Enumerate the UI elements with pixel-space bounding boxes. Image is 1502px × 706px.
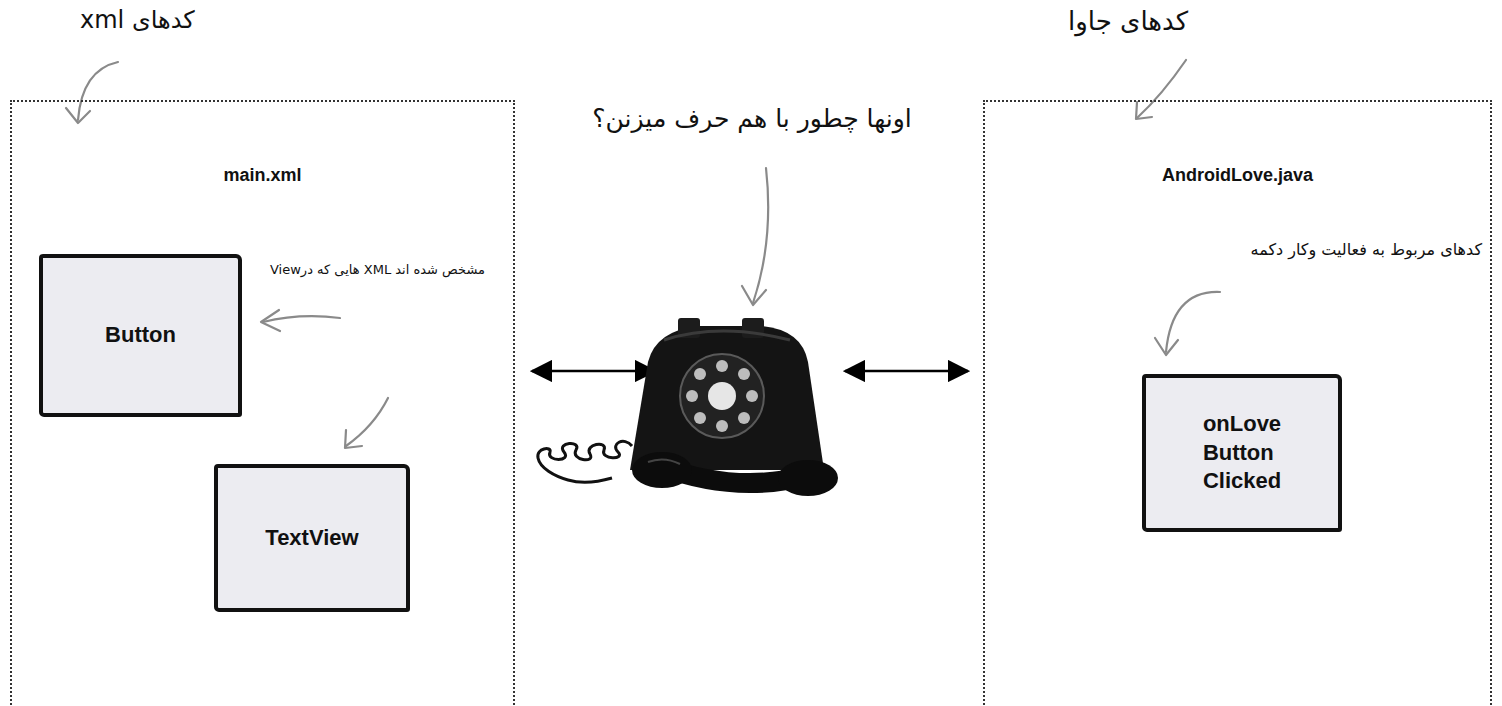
annotation-label: کدهای مربوط به فعالیت وکار دکمه <box>1251 240 1482 259</box>
box-text: Button <box>105 321 176 350</box>
dial-center <box>708 382 736 410</box>
question-label: اونها چطور با هم حرف میزنن؟ <box>592 104 911 133</box>
phone-highlight <box>664 331 790 340</box>
dial-hole <box>738 368 750 380</box>
arrow-head <box>1155 338 1178 355</box>
leader-arrow <box>753 168 768 303</box>
code-panel: AndroidLove.java onLove Button Clicked <box>983 100 1492 706</box>
view-box: Button <box>39 254 242 417</box>
leader-arrow <box>78 62 118 120</box>
dial-hole <box>694 368 706 380</box>
leader-arrow <box>263 316 340 322</box>
arrow-head <box>66 108 90 123</box>
rotary-dial <box>680 354 764 438</box>
section-label: کدهای xml <box>80 6 195 34</box>
dial-hole <box>716 360 728 372</box>
view-box: TextView <box>214 464 410 612</box>
box-text: TextView <box>265 524 358 553</box>
box-text: onLove Button Clicked <box>1203 410 1281 496</box>
dial-hole <box>686 390 698 402</box>
leader-arrow <box>1166 292 1220 352</box>
arrow-head <box>742 286 766 305</box>
handset-earpiece <box>632 452 692 488</box>
arrow-head <box>345 430 362 448</box>
arrow-head <box>1136 102 1152 119</box>
dial-holes <box>686 360 758 432</box>
section-label: کدهای جاوا <box>1068 6 1188 36</box>
double-arrow <box>532 370 655 373</box>
handset-mouthpiece <box>778 460 838 496</box>
dial-hole <box>738 412 750 424</box>
leader-arrow <box>346 398 388 446</box>
telephone-illustration <box>538 318 838 496</box>
file-heading: main.xml <box>12 165 513 186</box>
code-panel: main.xmlButtonTextView <box>10 100 515 706</box>
handler-box: onLove Button Clicked <box>1142 374 1342 532</box>
leader-arrow <box>1137 60 1186 118</box>
phone-body <box>630 326 824 470</box>
double-arrow <box>845 370 968 373</box>
file-heading: AndroidLove.java <box>985 165 1490 186</box>
dial-hole <box>746 390 758 402</box>
dial-hole <box>716 420 728 432</box>
handset-highlight <box>648 459 680 464</box>
annotation-label: Viewهایی که در XML مشخص شده اند <box>270 262 485 277</box>
dial-hole <box>694 412 706 424</box>
arrow-head <box>261 310 280 331</box>
coiled-cord <box>538 441 632 482</box>
